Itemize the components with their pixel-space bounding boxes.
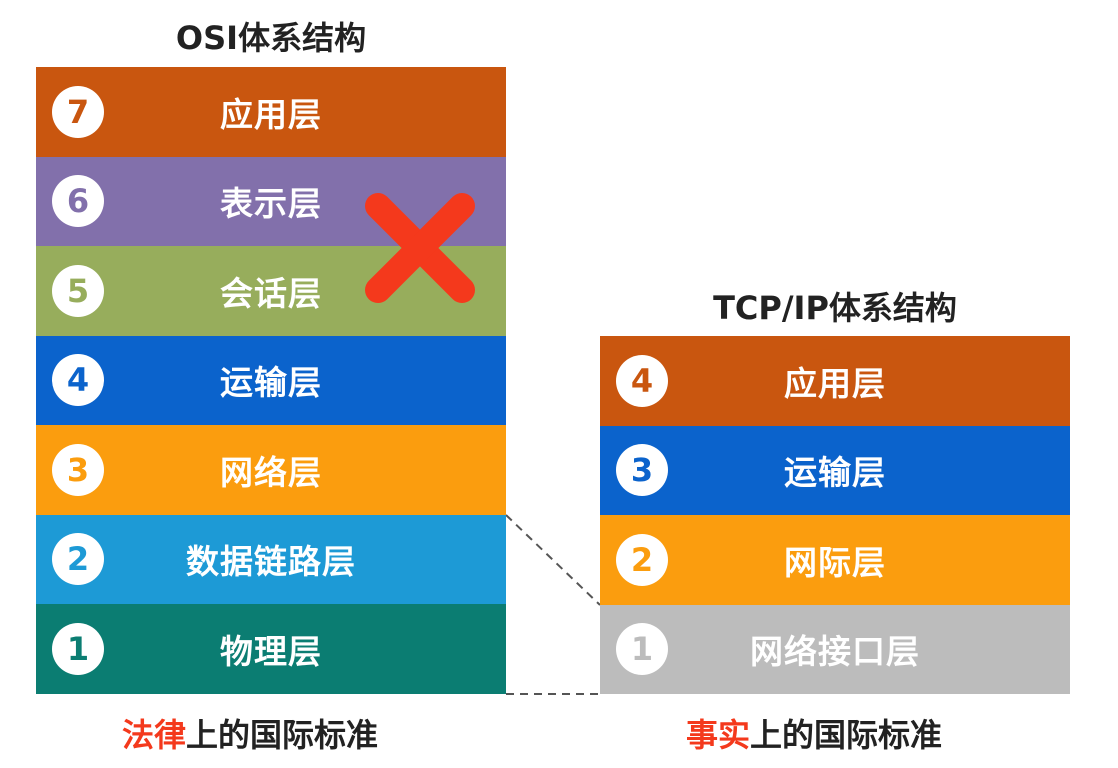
layer-name: 运输层 [784, 453, 886, 493]
layer-name: 数据链路层 [186, 542, 356, 582]
osi-layer-application: 7 应用层 [36, 67, 506, 157]
osi-layer-network: 3 网络层 [36, 425, 506, 515]
layer-number-badge: 4 [616, 354, 668, 407]
layer-number-badge: 4 [52, 354, 104, 407]
tcpip-layer-stack: 4 应用层 3 运输层 2 网际层 1 网络接口层 [600, 336, 1070, 694]
tcpip-layer-application: 4 应用层 [600, 336, 1070, 426]
layer-name: 应用层 [220, 94, 322, 134]
tcpip-layer-network-interface: 1 网络接口层 [600, 604, 1070, 694]
osi-caption: 法律上的国际标准 [122, 710, 378, 756]
layer-name: 网络层 [220, 452, 322, 492]
layer-number-badge: 1 [52, 622, 104, 675]
layer-number-badge: 2 [616, 533, 668, 586]
osi-caption-text: 上的国际标准 [186, 716, 379, 754]
layer-number-badge: 3 [52, 443, 104, 496]
tcpip-caption-text: 上的国际标准 [750, 716, 943, 754]
layer-number-badge: 3 [616, 444, 668, 497]
osi-layer-physical: 1 物理层 [36, 604, 506, 694]
layer-name: 网际层 [784, 542, 886, 582]
layer-name: 运输层 [220, 363, 322, 403]
osi-layer-stack: 7 应用层 6 表示层 5 会话层 4 运输层 3 网络层 2 数据链路层 1 … [36, 67, 506, 694]
layer-name: 应用层 [784, 363, 886, 403]
osi-caption-emphasis: 法律 [122, 716, 187, 754]
layer-name: 会话层 [220, 273, 322, 313]
layer-number-badge: 6 [52, 175, 104, 228]
osi-title: OSI体系结构 [175, 19, 367, 57]
tcpip-caption: 事实上的国际标准 [686, 710, 942, 756]
red-cross-icon [365, 193, 475, 303]
tcpip-layer-transport: 3 运输层 [600, 425, 1070, 515]
layer-number-badge: 2 [52, 533, 104, 586]
osi-layer-data-link: 2 数据链路层 [36, 514, 506, 604]
layer-number-badge: 5 [52, 264, 104, 317]
tcpip-layer-internet: 2 网际层 [600, 515, 1070, 605]
layer-name: 物理层 [220, 631, 322, 671]
layer-number-badge: 7 [52, 85, 104, 138]
tcpip-title: TCP/IP体系结构 [713, 289, 957, 327]
layer-number-badge: 1 [616, 623, 668, 676]
osi-layer-transport: 4 运输层 [36, 335, 506, 425]
tcpip-caption-emphasis: 事实 [686, 716, 751, 754]
layer-name: 表示层 [220, 184, 322, 224]
layer-name: 网络接口层 [750, 632, 920, 672]
